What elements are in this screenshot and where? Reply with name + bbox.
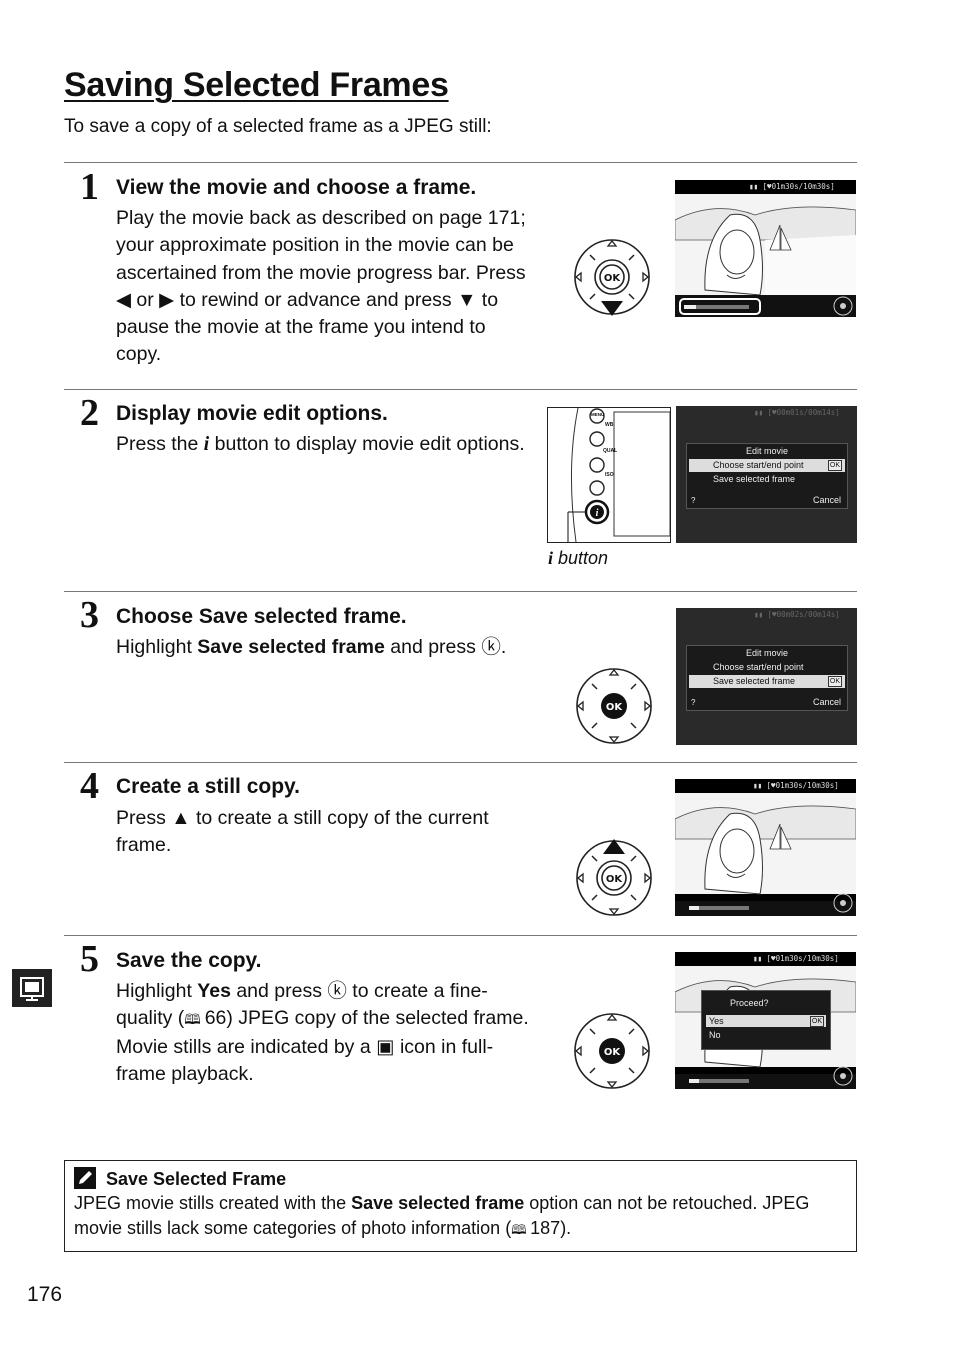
divider	[64, 162, 857, 163]
step-title: View the movie and choose a frame.	[116, 176, 477, 199]
step-number: 2	[80, 392, 99, 434]
divider	[64, 591, 857, 592]
intro-text: To save a copy of a selected frame as a …	[64, 116, 492, 137]
step-title: Save the copy.	[116, 949, 262, 972]
svg-text:i: i	[596, 508, 599, 519]
step-body: Highlight Save selected frame and press …	[116, 636, 507, 658]
pencil-note-icon	[74, 1167, 96, 1189]
help-icon: ?	[691, 496, 696, 505]
camera-screen-edit-menu: ▮▮ [♥00m01s/00m14s] Edit movie Choose st…	[676, 406, 857, 543]
help-icon: ?	[691, 698, 696, 707]
edit-movie-menu: Edit movie Choose start/end point Save s…	[686, 645, 848, 711]
qual-button-label: QUAL	[603, 448, 618, 454]
book-reference-icon: 🕮	[511, 1222, 531, 1237]
cancel-label: Cancel	[812, 697, 841, 707]
book-reference-icon: 🕮	[184, 1011, 205, 1028]
menu-button-label: MENU	[591, 412, 605, 417]
playback-status: ▮▮ [♥00m01s/00m14s]	[754, 408, 840, 417]
menu-item-save-selected-frame[interactable]: Save selected frame	[713, 474, 796, 484]
movie-chapter-tab	[12, 969, 52, 1007]
playback-status: ▮▮ [♥00m02s/00m14s]	[754, 610, 840, 619]
page-title: Saving Selected Frames	[64, 66, 449, 104]
step-number: 1	[80, 166, 99, 208]
divider	[64, 389, 857, 390]
iso-button-label: ISO	[605, 472, 614, 478]
step-body: Press ▲ to create a still copy of the cu…	[116, 807, 489, 857]
movie-chapter-tab-icon	[20, 977, 44, 1001]
cancel-label: Cancel	[812, 495, 841, 505]
multi-selector-icon: OK	[576, 839, 652, 916]
up-arrow-highlight-icon	[603, 839, 625, 854]
playback-status: ▮▮ [♥01m30s/10m30s]	[753, 954, 839, 963]
divider	[64, 935, 857, 936]
camera-screen-edit-menu: ▮▮ [♥00m02s/00m14s] Edit movie Choose st…	[676, 608, 857, 745]
playback-status: ▮▮ [♥01m30s/10m30s]	[749, 182, 835, 191]
multi-selector-icon: OK	[574, 1013, 650, 1089]
multi-selector-icon: OK	[576, 668, 652, 744]
step-number: 5	[80, 938, 99, 980]
step-body: Highlight Yes and press ⓚ to create a fi…	[116, 980, 529, 1085]
step-title: Display movie edit options.	[116, 402, 388, 425]
camera-screen-playback: ▮▮ [♥01m30s/10m30s]	[675, 779, 856, 916]
svg-text:OK: OK	[606, 874, 624, 885]
svg-text:OK: OK	[606, 702, 624, 713]
camera-back-illustration: i MENU WB QUAL ISO	[547, 407, 671, 543]
note-title: Save Selected Frame	[106, 1169, 287, 1189]
playback-status: ▮▮ [♥01m30s/10m30s]	[753, 781, 839, 790]
page-number: 176	[27, 1283, 63, 1306]
camera-screen-playback: ▮▮ [♥01m30s/10m30s]	[675, 180, 856, 317]
info-i-icon: i	[203, 434, 210, 455]
note-box: Save Selected Frame JPEG movie stills cr…	[64, 1160, 857, 1252]
divider	[64, 762, 857, 763]
step-body: Press the i button to display movie edit…	[116, 433, 525, 455]
menu-title: Edit movie	[745, 648, 789, 658]
menu-title: Edit movie	[745, 446, 789, 456]
step-number: 3	[80, 594, 99, 636]
dialog-title: Proceed?	[730, 998, 769, 1008]
wb-button-label: WB	[605, 422, 614, 428]
svg-text:OK: OK	[604, 1047, 622, 1058]
menu-item-choose-start-end[interactable]: Choose start/end point	[713, 662, 804, 672]
step-title: Choose Save selected frame.	[116, 605, 407, 628]
note-text: JPEG movie stills created with the Save …	[74, 1193, 810, 1238]
option-no[interactable]: No	[709, 1030, 721, 1040]
svg-text:OK: OK	[604, 273, 622, 284]
multi-selector-icon: OK	[574, 239, 650, 316]
step-body: Play the movie back as described on page…	[116, 207, 526, 366]
down-arrow-highlight-icon	[601, 301, 623, 316]
step-title: Create a still copy.	[116, 775, 301, 798]
step-number: 4	[80, 765, 99, 807]
i-button-caption: i button	[548, 548, 609, 568]
